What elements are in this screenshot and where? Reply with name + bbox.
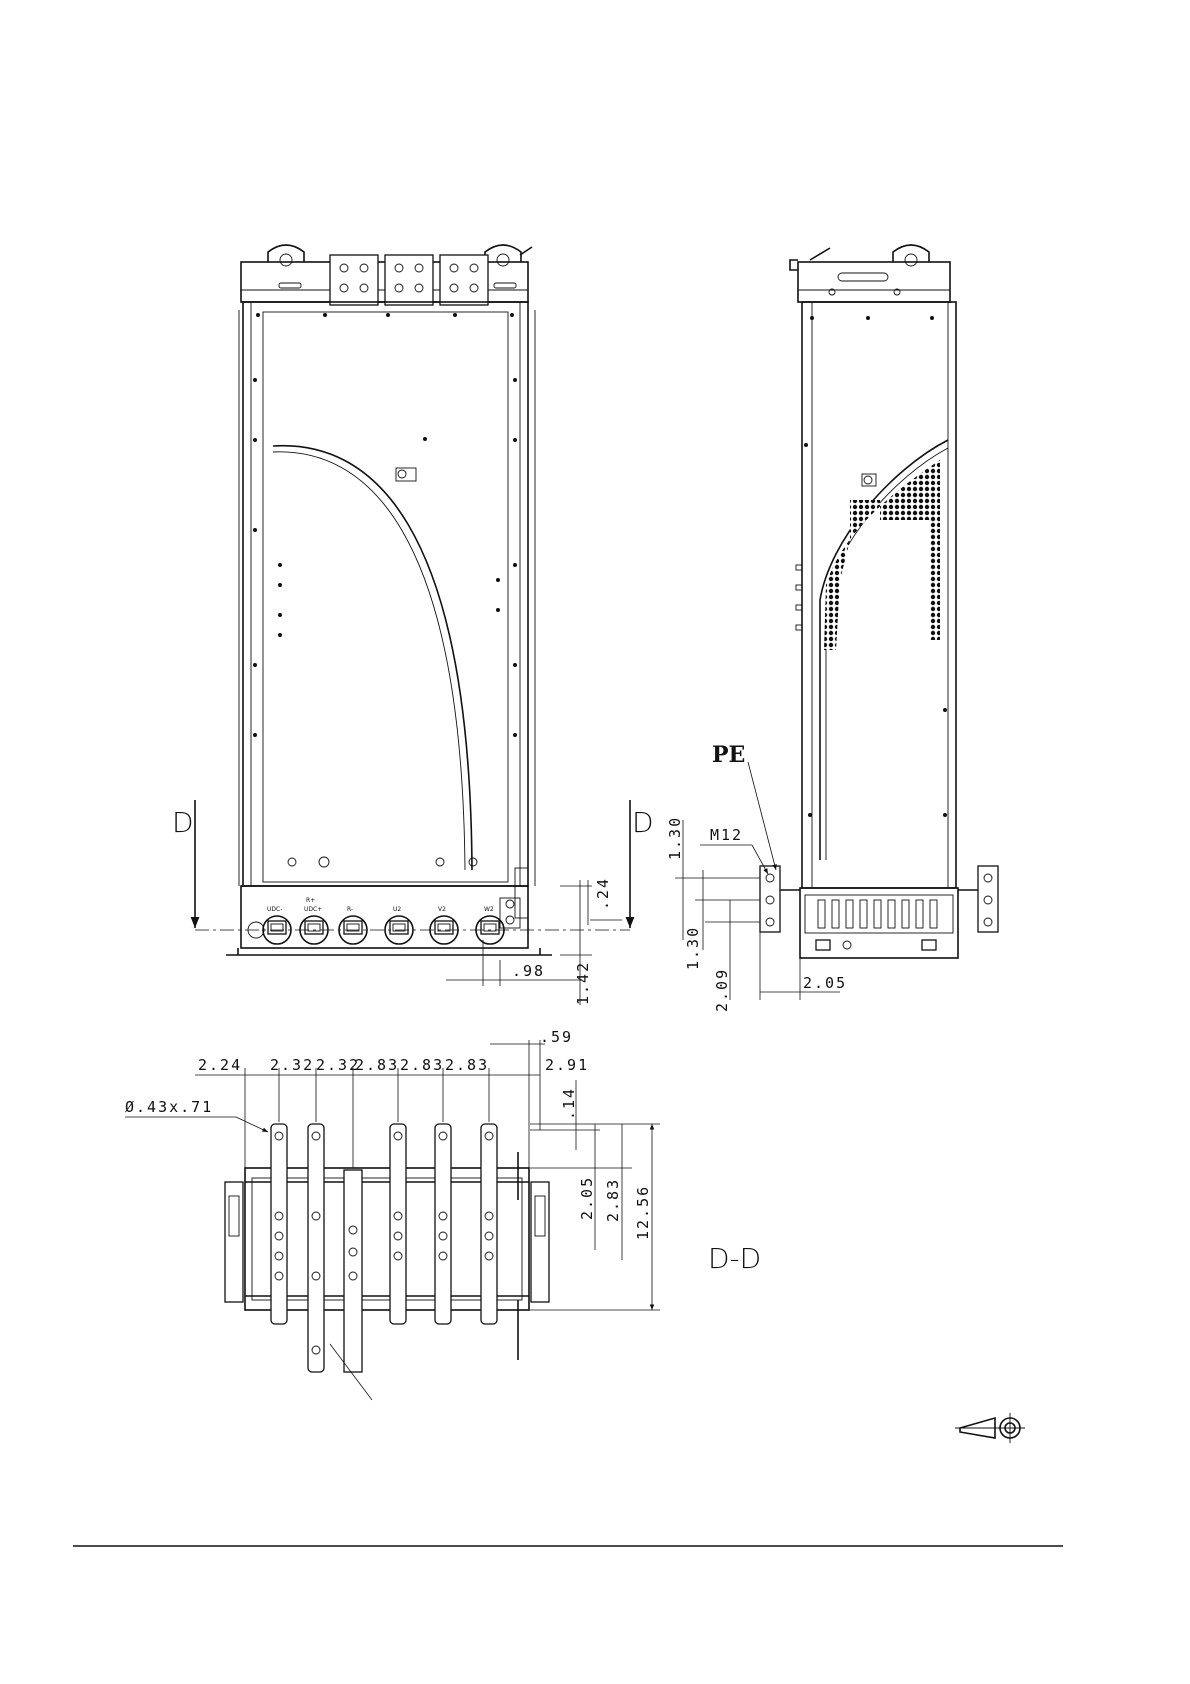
front-terminal-strip: UDC- R+ UDC+ R- U2 V2 W2: [226, 868, 552, 955]
dim-209: 2.09: [713, 968, 731, 1012]
svg-text:R+: R+: [306, 897, 315, 904]
side-view: PE M12 1.30 1.30 2.09 2.05: [666, 245, 998, 1012]
terminal-v2: V2: [430, 906, 458, 944]
busbar-2: [308, 1124, 324, 1372]
busbar-1: [271, 1124, 287, 1324]
busbars: [271, 1124, 497, 1372]
pe-terminal: [760, 866, 998, 932]
side-vent-strip: [800, 888, 958, 958]
front-dimensions: .24 1.42 .98: [446, 877, 622, 1005]
front-enclosure: [243, 302, 528, 886]
hole-label: Ø.43x.71: [125, 1098, 213, 1116]
terminal-label-rm: R-: [347, 906, 353, 913]
section-dd-label: D-D: [708, 1242, 761, 1275]
dim-059: .59: [540, 1028, 573, 1046]
dim-224: 2.24: [198, 1056, 242, 1074]
section-label-right: D: [632, 806, 654, 839]
section-dd-view: 2.24 2.32 2.32 2.83 2.83 2.83 .59 2.91 Ø…: [125, 1028, 761, 1400]
section-label-left: D: [172, 806, 194, 839]
busbar-5: [435, 1124, 451, 1324]
dim-130b: 1.30: [684, 926, 702, 970]
dim-283a: 2.83: [355, 1056, 399, 1074]
front-arc-cover: [273, 446, 472, 870]
dim-232a: 2.32: [270, 1056, 314, 1074]
terminal-label-v2: V2: [438, 906, 446, 913]
dim-205-side: 2.05: [803, 974, 847, 992]
terminal-u2: U2: [385, 906, 413, 944]
dim-014: .14: [560, 1087, 578, 1120]
projection-symbol: [955, 1413, 1025, 1443]
busbar-4: [390, 1124, 406, 1324]
ventilation-perforation: [824, 460, 940, 650]
dim-24: .24: [594, 877, 612, 910]
front-top-brackets: [241, 245, 532, 305]
terminal-label-udcm: UDC-: [267, 906, 282, 913]
dim-283-vertical: 2.83: [604, 1178, 622, 1222]
dim-130a: 1.30: [666, 816, 684, 860]
terminal-udcp: R+ UDC+: [300, 897, 328, 944]
dim-142: 1.42: [574, 961, 592, 1005]
dim-205-section: 2.05: [578, 1176, 596, 1220]
busbar-6: [481, 1124, 497, 1324]
busbar-3: [344, 1170, 362, 1372]
dim-1256: 12.56: [634, 1185, 652, 1240]
terminal-udcm: UDC-: [263, 906, 291, 944]
terminal-label-u2: U2: [393, 906, 401, 913]
dim-283b: 2.83: [400, 1056, 444, 1074]
dim-283c: 2.83: [445, 1056, 489, 1074]
svg-text:UDC+: UDC+: [304, 906, 322, 913]
dim-232b: 2.32: [316, 1056, 360, 1074]
terminal-label-w2: W2: [484, 906, 494, 913]
pe-label: PE: [712, 742, 745, 768]
dim-98: .98: [512, 962, 545, 980]
terminal-rm: R-: [339, 906, 367, 944]
bolt-label: M12: [710, 826, 743, 844]
front-view: UDC- R+ UDC+ R- U2 V2 W2: [172, 245, 654, 1005]
dim-291: 2.91: [545, 1056, 589, 1074]
